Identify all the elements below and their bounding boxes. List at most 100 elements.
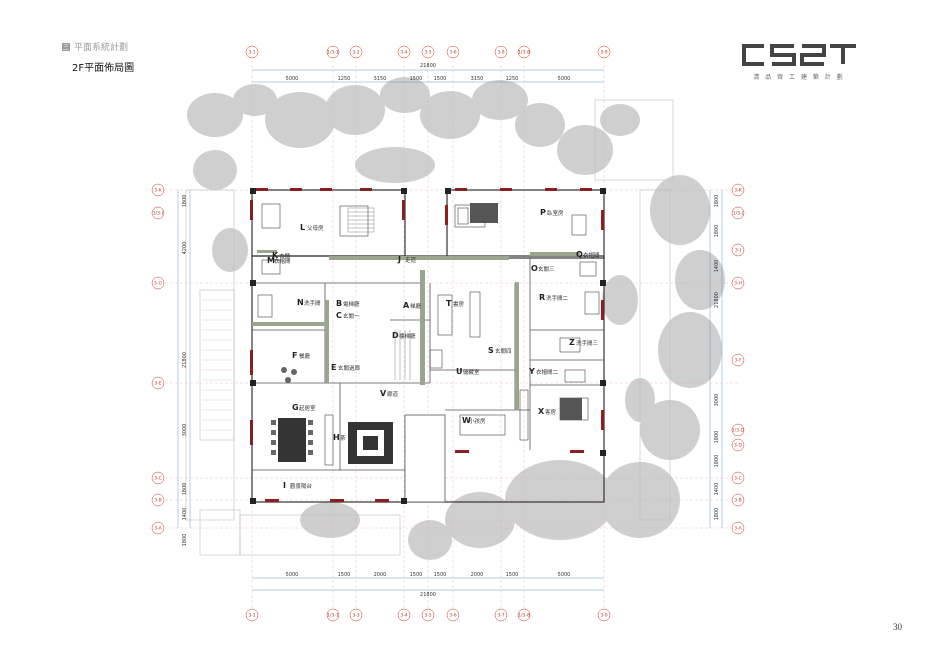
grid-label: 3-C <box>154 476 162 482</box>
grid-label: 3-1 <box>248 613 255 619</box>
room-letter: X <box>538 407 545 416</box>
grid-label: 1/3-8 <box>518 50 530 56</box>
room-letter: Y <box>528 367 535 376</box>
grid-bubble-left: 3-B <box>151 493 165 507</box>
grid-bubble-right: 3-B <box>731 493 745 507</box>
section-label: 三 平面系統計劃 <box>62 40 134 53</box>
room-name: 茶 <box>340 434 346 442</box>
room-name: 臥室房 <box>547 209 564 217</box>
grid-label: 3-4 <box>400 50 407 56</box>
grid-label: 3-A <box>154 526 162 532</box>
room-label: I 觀景陽台 <box>283 481 313 490</box>
grid-bubble-bottom: 3-7 <box>494 608 508 622</box>
room-letter: T <box>446 299 452 308</box>
grid-label: 3-1 <box>248 50 255 56</box>
grid-bubble-left: 3-A <box>151 521 165 535</box>
room-name: 觀景陽台 <box>290 482 313 490</box>
dim-bottom: 1500 <box>338 572 351 578</box>
grid-bubble-top: 3-9 <box>597 45 611 59</box>
room-letter: U <box>456 367 463 376</box>
dim-top: 1500 <box>434 76 447 82</box>
room-name: 玄關過廊 <box>338 364 361 372</box>
grid-label: 1/3-J <box>733 211 743 217</box>
grid-label: 1/3-8 <box>518 613 530 619</box>
room-name: 衣帽間 <box>274 257 291 265</box>
room-letter: R <box>539 293 545 302</box>
room-letter: I <box>283 481 286 490</box>
stairs <box>347 207 411 380</box>
grid-label: 3-J <box>735 248 741 254</box>
dining-table <box>271 418 313 462</box>
grid-label: 3-5 <box>424 613 431 619</box>
room-letter: B <box>336 299 342 308</box>
room-name: 客房 <box>545 408 557 416</box>
courtyard <box>404 414 446 503</box>
dim-left: 1800 <box>182 195 188 208</box>
grid-bubble-top: 1/3-1 <box>326 45 340 59</box>
grid-label: 1/3-J <box>153 211 163 217</box>
grid-bubble-right: 3-D <box>731 438 745 452</box>
grid-bubble-bottom: 3-3 <box>349 608 363 622</box>
grid-bubble-top: 3-1 <box>245 45 259 59</box>
grid-label: 3-8 <box>497 50 504 56</box>
section-text: 平面系統計劃 <box>74 43 129 53</box>
dim-right: 1800 <box>714 195 720 208</box>
grid-bubble-bottom: 1/3-1 <box>326 608 340 622</box>
grid-label: 3-9 <box>600 613 607 619</box>
dim-left: 1800 <box>182 483 188 496</box>
grid-label: 1/3-D <box>732 428 745 434</box>
room-letter: K <box>272 251 279 260</box>
room-label: J 走道 <box>397 255 417 264</box>
dim-top: 1500 <box>410 76 423 82</box>
dim-top: 3150 <box>374 76 387 82</box>
room-letter: J <box>397 255 401 264</box>
dim-bottom: 2000 <box>374 572 387 578</box>
room-letter: O <box>531 264 538 273</box>
grid-bubble-top: 3-8 <box>494 45 508 59</box>
grid-label: 3-C <box>734 476 742 482</box>
hatch-left <box>202 299 232 431</box>
dim-bottom: 1500 <box>410 572 423 578</box>
grid-bubble-right: 3-A <box>731 521 745 535</box>
room-letter: C <box>336 311 342 320</box>
vegetation <box>187 77 725 560</box>
room-name: 起居室 <box>299 404 316 412</box>
dim-right: 3000 <box>714 394 720 407</box>
grid-bubble-left: 1/3-J <box>151 206 165 220</box>
room-name: 洗手間 <box>304 299 321 307</box>
dim-right: 21800 <box>714 292 720 308</box>
grid-label: 3-K <box>154 188 162 194</box>
grid-bubble-bottom: 3-4 <box>397 608 411 622</box>
tea-table <box>348 422 393 464</box>
grid-bubble-left: 3-E <box>151 376 165 390</box>
room-name: 玄關三 <box>538 265 555 273</box>
grid-label: 3-A <box>734 526 742 532</box>
room-name: 走道 <box>405 256 417 264</box>
grid-bubble-top: 3-2 <box>349 45 363 59</box>
room-name: 父母房 <box>307 224 324 232</box>
room-letter: E <box>331 363 336 372</box>
room-letter: V <box>380 389 387 398</box>
grid-label: 3-3 <box>352 613 359 619</box>
room-name: 電梯廳 <box>343 300 360 308</box>
grid-bubble-right: 3-H <box>731 276 745 290</box>
logo-tagline: 清 品 齊 工 建 築 計 劃 <box>753 74 845 81</box>
grid-bubble-right: 3-K <box>731 183 745 197</box>
page-title: 2F平面佈局圖 <box>72 63 135 74</box>
